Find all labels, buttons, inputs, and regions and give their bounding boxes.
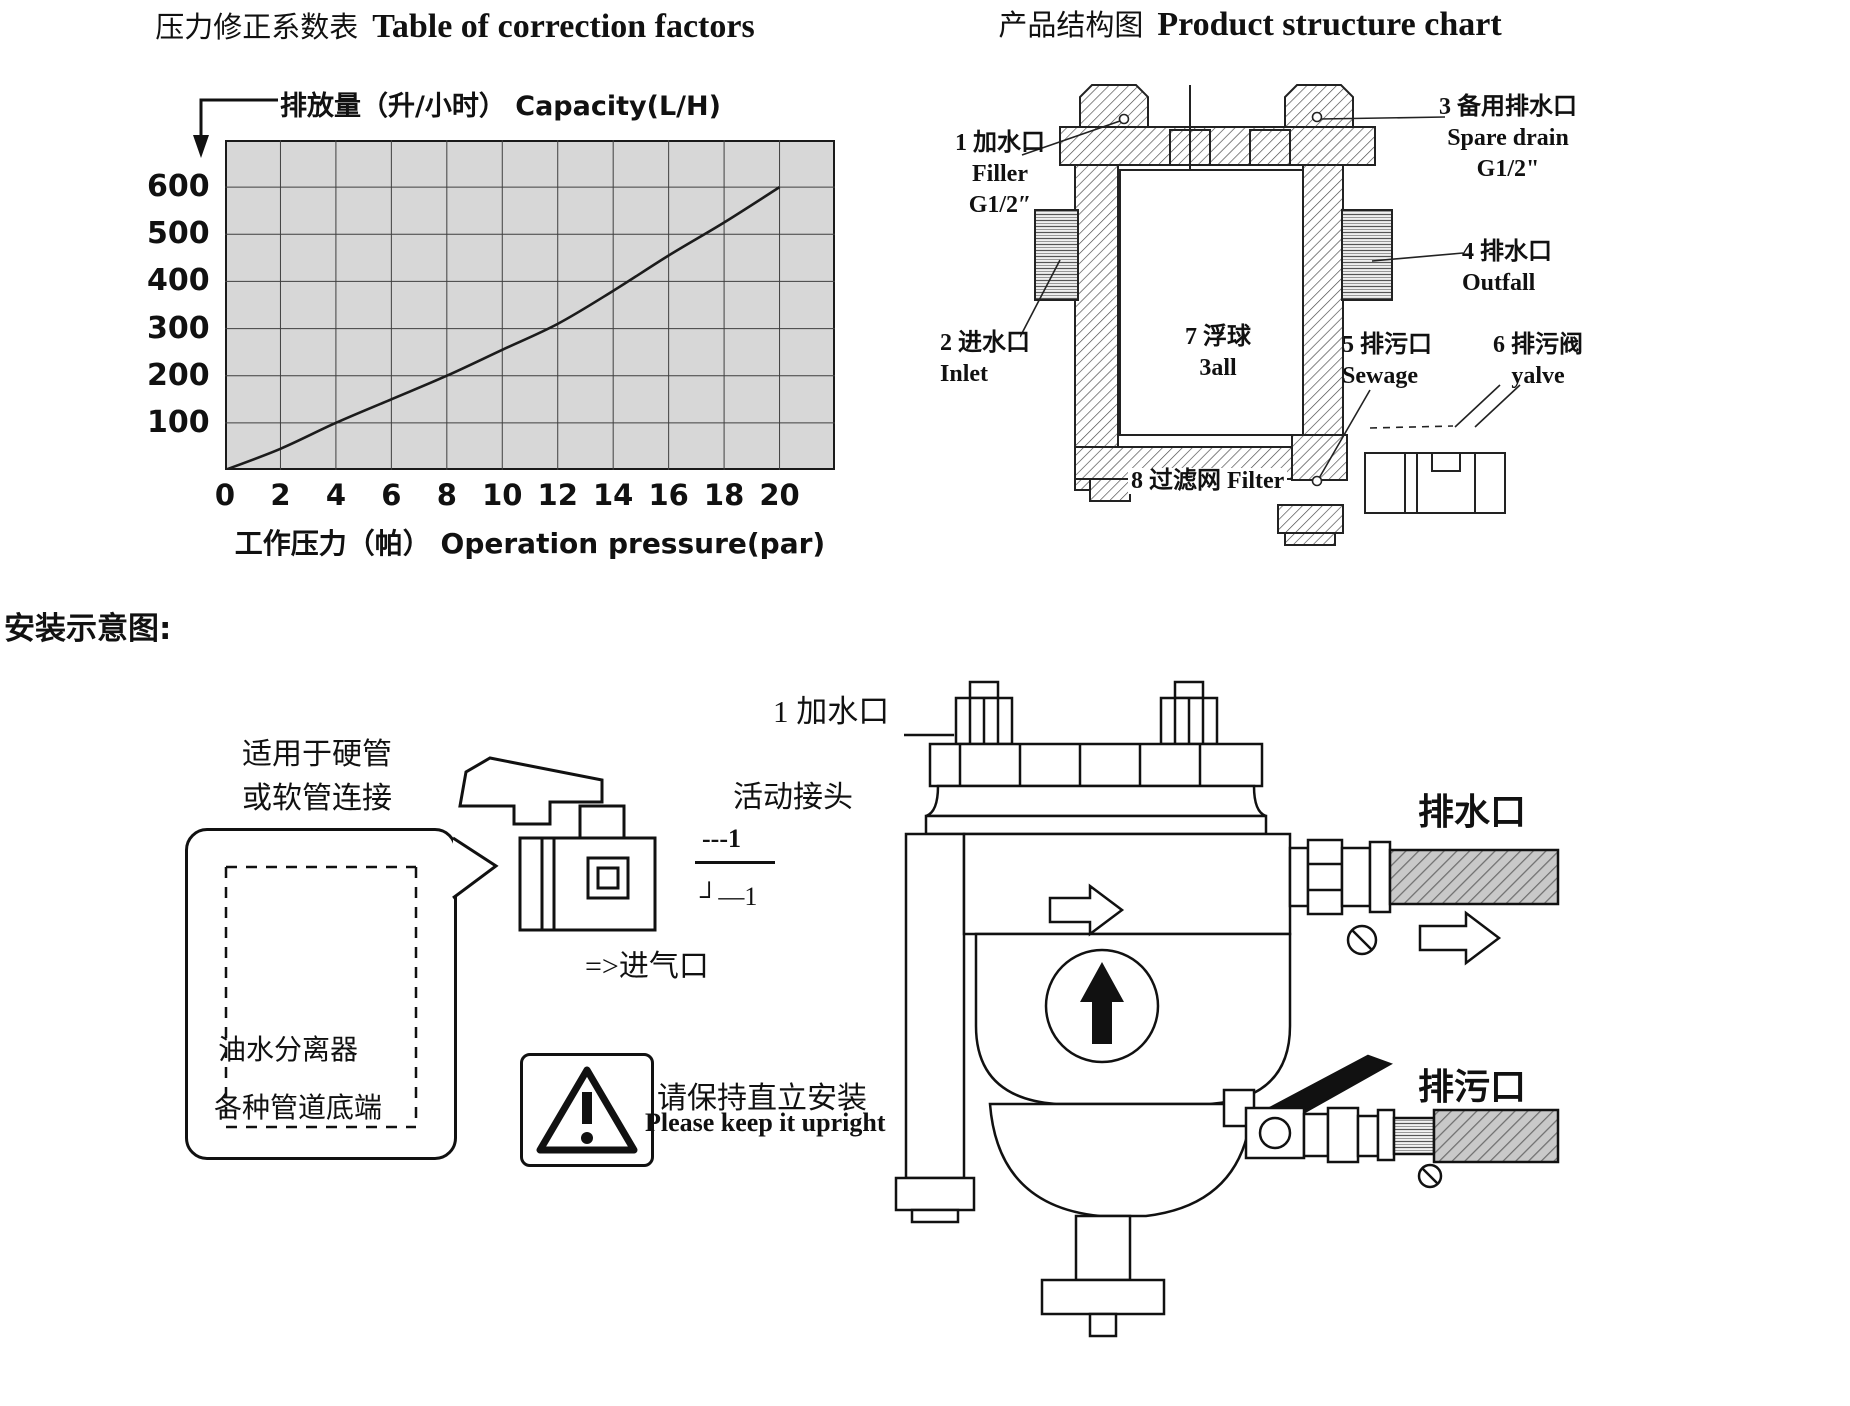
pipe-outline-dashed	[224, 865, 418, 1129]
y-tick-label: 200	[147, 357, 210, 393]
structure-label-inlet-line1: 2 进水口	[940, 330, 1030, 356]
y-tick-label: 600	[147, 169, 210, 205]
pipe-connection-note-line2: 或软管连接	[242, 782, 392, 815]
structure-label-inlet: 2 进水口 Inlet	[940, 328, 1060, 390]
install-filler-label: 1 加水口	[773, 694, 890, 729]
union-fragment-2: ┘—1	[700, 882, 758, 911]
x-tick-label: 6	[381, 478, 402, 512]
upright-arrow-icon	[1080, 962, 1124, 1044]
y-tick-label: 300	[147, 310, 210, 346]
structure-label-float-ball: 7 浮球 3all	[1158, 322, 1278, 384]
product-structure-drawing	[1020, 84, 1521, 546]
pipe-connection-note: 适用于硬管 或软管连接	[222, 733, 412, 821]
structure-label-outfall-line2: Outfall	[1462, 270, 1536, 296]
x-tick-label: 18	[703, 478, 745, 512]
x-axis-caption: 工作压力（帕） Operation pressure(par)	[234, 527, 826, 560]
structure-label-sewage: 5 排污口 Sewage	[1342, 330, 1462, 392]
y-tick-label: 400	[147, 263, 210, 299]
structure-label-filler: 1 加水口 Filler G1/2″	[935, 128, 1065, 221]
air-inlet-label: =>进气口	[585, 950, 709, 983]
structure-chart-title: 产品结构图 Product structure chart	[965, 2, 1535, 44]
structure-label-valve-line2: yalve	[1511, 363, 1565, 389]
structure-label-float-ball-line1: 7 浮球	[1185, 324, 1251, 350]
y-tick-label: 100	[147, 404, 210, 440]
structure-body-hatched-parts	[1059, 84, 1376, 546]
structure-label-valve-line1: 6 排污阀	[1493, 332, 1583, 358]
installation-device-drawing	[894, 680, 1560, 1338]
x-tick-label: 0	[214, 478, 236, 512]
upright-warning-zh: 请保持直立安装	[657, 1082, 867, 1115]
axis-pointer-arrow-icon	[193, 98, 278, 158]
flow-direction-arrow-icon	[1048, 883, 1125, 937]
structure-chart-title-en: Product structure chart	[1157, 6, 1502, 43]
upright-warning-en: Please keep it upright	[645, 1108, 886, 1137]
structure-label-spare-drain: 3 备用排水口 Spare drain G1/2"	[1428, 92, 1588, 185]
correction-chart-title-zh: 压力修正系数表	[155, 12, 359, 44]
x-tick-label: 2	[270, 478, 291, 512]
structure-label-filter: 8 过滤网 Filter	[1128, 466, 1288, 497]
x-tick-label: 16	[648, 478, 689, 512]
x-tick-label: 20	[759, 478, 800, 512]
structure-label-filler-line3: G1/2″	[968, 192, 1032, 218]
y-tick-label: 500	[147, 216, 210, 252]
structure-label-spare-drain-line1: 3 备用排水口	[1439, 94, 1577, 120]
outlet-port-label: 排水口	[1418, 792, 1527, 833]
leader-endpoint-dots	[1118, 111, 1323, 487]
bubble-pointer	[452, 836, 499, 900]
installation-heading: 安装示意图:	[4, 611, 172, 647]
union-joint-label: 活动接头	[733, 781, 853, 814]
x-tick-label: 14	[592, 478, 634, 512]
correction-curve-chart	[224, 140, 835, 472]
bubble-label-separator: 油水分离器	[218, 1035, 359, 1066]
structure-label-float-ball-line2: 3all	[1199, 355, 1237, 381]
callout-bubble-box	[185, 828, 457, 1160]
leader-lines	[1020, 116, 1521, 481]
correction-chart-title: 压力修正系数表 Table of correction factors	[130, 4, 780, 46]
structure-label-spare-drain-line2: Spare drain	[1447, 125, 1569, 151]
x-tick-label: 12	[537, 478, 578, 512]
structure-label-filler-line1: 1 加水口	[955, 130, 1045, 156]
ball-valve-drawing	[458, 756, 657, 932]
sewage-valve-assembly	[1222, 1054, 1560, 1189]
structure-label-sewage-line1: 5 排污口	[1342, 332, 1432, 358]
correction-chart-title-en: Table of correction factors	[372, 8, 755, 45]
outlet-pipe-assembly	[1288, 838, 1560, 966]
bubble-label-pipe-ends: 各种管道底端	[214, 1093, 383, 1124]
pipe-connection-note-line1: 适用于硬管	[242, 738, 392, 771]
structure-label-sewage-line2: Sewage	[1342, 363, 1418, 389]
structure-chart-title-zh: 产品结构图	[998, 10, 1144, 42]
float-chamber-and-pipe-fitting	[1119, 169, 1506, 514]
structure-label-inlet-line2: Inlet	[940, 361, 988, 387]
fitting-detail-lines	[1189, 85, 1476, 513]
warning-box	[520, 1053, 654, 1167]
threaded-connectors	[1034, 209, 1393, 301]
structure-label-valve: 6 排污阀 yalve	[1478, 330, 1598, 392]
structure-label-filler-line2: Filler	[972, 161, 1028, 187]
x-tick-label: 8	[436, 478, 457, 512]
sewage-port-label: 排污口	[1418, 1067, 1527, 1108]
union-fragment-1: ---1	[702, 824, 741, 853]
device-body	[894, 680, 1292, 1338]
structure-label-spare-drain-line3: G1/2"	[1476, 156, 1540, 182]
structure-label-outfall-line1: 4 排水口	[1462, 239, 1552, 265]
structure-label-outfall: 4 排水口 Outfall	[1462, 237, 1582, 299]
union-fragment-underline	[695, 861, 775, 864]
warning-triangle-icon	[536, 1066, 638, 1154]
x-tick-label: 10	[482, 478, 523, 512]
structure-label-filter-line1: 8 过滤网 Filter	[1128, 468, 1288, 494]
x-tick-label: 4	[325, 478, 346, 512]
y-axis-caption: 排放量（升/小时） Capacity(L/H)	[280, 91, 721, 122]
